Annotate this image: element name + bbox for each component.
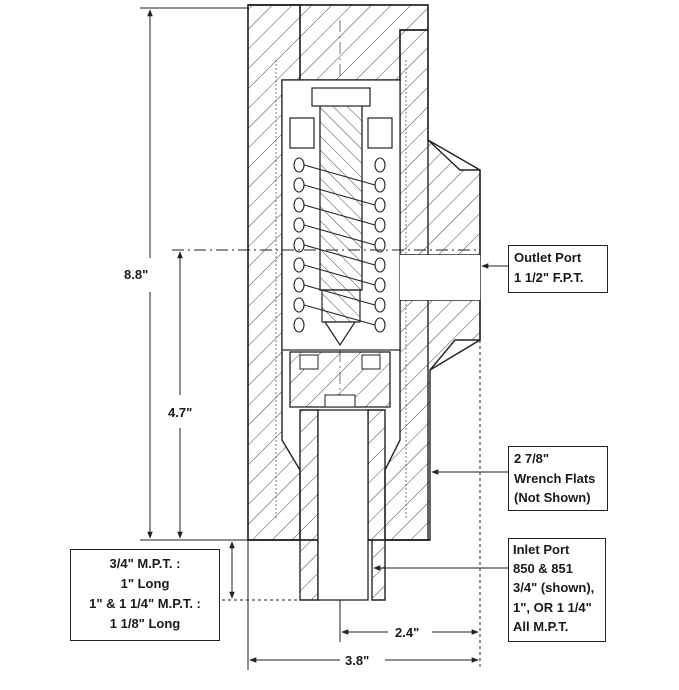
wrench-flats-line-3: (Not Shown) xyxy=(514,490,591,505)
mpt-line-4: 1 1/8" Long xyxy=(109,616,181,632)
dim-mpt-length xyxy=(222,541,300,601)
outlet-port-line-1: Outlet Port xyxy=(514,250,582,265)
inlet-bore xyxy=(317,409,369,601)
outlet-port-line-2: 1 1/2" F.P.T. xyxy=(514,269,584,285)
mpt-line-1: 3/4" M.P.T. : xyxy=(109,556,181,571)
wrench-flats-callout: 2 7/8" Wrench Flats (Not Shown) xyxy=(508,446,608,511)
inlet-port-line-4: 1", OR 1 1/4" xyxy=(513,599,592,615)
inlet-port-line-5: All M.P.T. xyxy=(513,618,569,634)
inlet-port-line-1: Inlet Port xyxy=(513,542,570,557)
overall-width-label: 3.8" xyxy=(345,653,370,668)
wrench-flats-line-1: 2 7/8" xyxy=(514,451,550,466)
spring-washers xyxy=(289,117,393,149)
dim-inlet-width xyxy=(339,600,479,642)
inlet-width-label: 2.4" xyxy=(395,625,420,640)
mpt-line-3: 1" & 1 1/4" M.P.T. : xyxy=(89,596,201,612)
callout-leaders xyxy=(373,263,508,571)
overall-height-label: 8.8" xyxy=(124,267,149,282)
outlet-port-opening xyxy=(400,255,480,300)
outlet-height-label: 4.7" xyxy=(168,405,193,420)
mpt-line-2: 1" Long xyxy=(120,576,170,592)
wrench-flats-line-2: Wrench Flats xyxy=(514,470,596,486)
dim-overall-height xyxy=(140,7,248,541)
mpt-length-callout: 3/4" M.P.T. : 1" Long 1" & 1 1/4" M.P.T.… xyxy=(70,549,220,641)
outlet-port-callout: Outlet Port 1 1/2" F.P.T. xyxy=(508,245,608,293)
dim-outlet-height xyxy=(172,249,480,539)
inlet-port-line-3: 3/4" (shown), xyxy=(513,580,595,596)
inlet-port-callout: Inlet Port 850 & 851 3/4" (shown), 1", O… xyxy=(508,538,606,642)
spring xyxy=(293,157,386,333)
inlet-port-line-2: 850 & 851 xyxy=(513,561,573,577)
valve-body xyxy=(247,4,481,601)
dim-overall-width xyxy=(247,340,481,670)
stem xyxy=(311,87,371,347)
disc-holder xyxy=(289,351,391,408)
